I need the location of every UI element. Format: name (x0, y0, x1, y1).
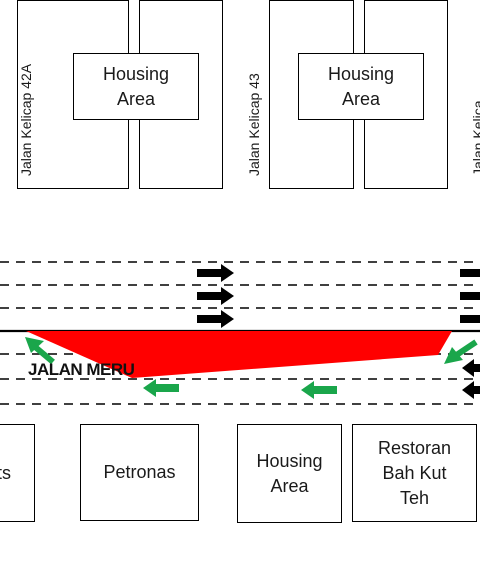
housing-area-bottom: Housing Area (237, 424, 342, 523)
black-arrows (197, 264, 480, 399)
green-arrow-diag-left-shaft (32, 343, 55, 365)
black-arrow-2 (197, 287, 234, 305)
red-highlight-zone (26, 331, 452, 378)
green-arrow-diag-right-head (444, 347, 463, 364)
housing-area-top-1: Housing Area (73, 53, 199, 120)
black-arrow-edge-1 (460, 269, 480, 277)
black-arrow-edge-2 (460, 292, 480, 300)
petronas-block: Petronas (80, 424, 199, 521)
bottom-block-partial: ts (0, 424, 35, 522)
restoran-block: Restoran Bah Kut Teh (352, 424, 477, 522)
black-arrow-3 (197, 310, 234, 328)
black-arrow-1 (197, 264, 234, 282)
black-arrow-edge-4 (462, 359, 480, 377)
housing-area-top-2: Housing Area (298, 53, 424, 120)
black-arrow-edge-5 (462, 381, 480, 399)
green-arrows (25, 337, 478, 399)
green-arrow-left-1 (143, 379, 179, 397)
green-arrow-left-2 (301, 381, 337, 399)
green-arrow-diag-left-head (25, 337, 44, 353)
black-arrow-edge-3 (460, 315, 480, 323)
green-arrow-diag-right-shaft (453, 339, 478, 359)
main-road-label: JALAN MERU (28, 360, 135, 379)
